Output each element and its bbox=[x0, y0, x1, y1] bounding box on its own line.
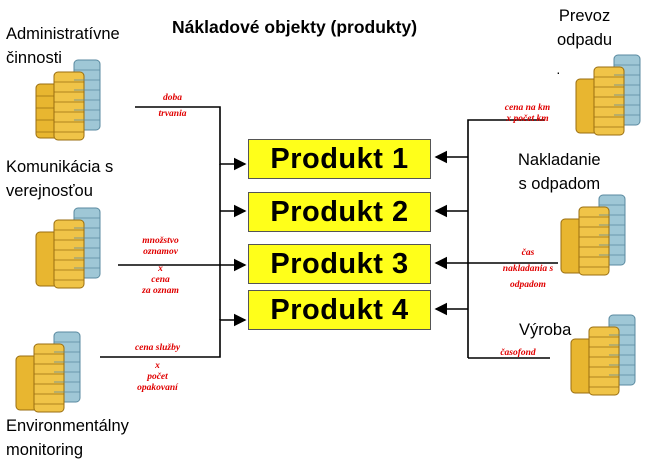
coin-stack-icon bbox=[35, 207, 101, 289]
coin-stack-icon bbox=[575, 54, 641, 136]
driver-line: doba bbox=[163, 93, 182, 103]
source-label-line: Komunikácia s bbox=[6, 158, 114, 176]
source-label-komunikacia: Komunikácia s verejnosťou bbox=[6, 155, 113, 203]
line-prevoz bbox=[467, 119, 545, 358]
driver-line: cena na km bbox=[504, 103, 551, 113]
driver-line: x počet km bbox=[506, 114, 549, 124]
driver-line: cena služby bbox=[134, 343, 181, 353]
coin-stack-icon bbox=[560, 194, 626, 276]
source-label-line: verejnosťou bbox=[6, 182, 93, 200]
driver-line: čas bbox=[521, 248, 535, 258]
driver-line: odpadom bbox=[510, 280, 546, 290]
driver-label-casofond: časofond bbox=[488, 348, 548, 359]
driver-line: počet bbox=[147, 372, 168, 382]
product-box-4: Produkt 4 bbox=[248, 290, 431, 330]
driver-line: množstvo bbox=[142, 236, 179, 246]
driver-label-mnozstvo-oznamov: množstvo oznamov x cena za oznam bbox=[128, 236, 193, 297]
source-label-line: odpadu bbox=[557, 31, 613, 49]
product-box-2: Produkt 2 bbox=[248, 192, 431, 232]
coin-stack-icon bbox=[15, 331, 81, 413]
source-label-nakladanie: Nakladanie s odpadom bbox=[518, 148, 601, 196]
source-label-line: monitoring bbox=[6, 441, 84, 459]
driver-line: trvania bbox=[158, 109, 187, 119]
driver-line: oznamov bbox=[143, 247, 178, 257]
coin-stack-icon bbox=[35, 59, 101, 141]
source-label-line: Nakladanie bbox=[518, 151, 601, 169]
source-label-line: Environmentálny bbox=[6, 417, 129, 435]
source-label-prevoz: Prevoz odpadu bbox=[557, 4, 612, 52]
driver-line: za oznam bbox=[142, 286, 179, 296]
driver-label-cena-sluzby: cena služby x počet opakovaní bbox=[110, 343, 205, 394]
driver-line: nakladania s bbox=[502, 264, 554, 274]
stray-mark: · bbox=[556, 64, 561, 80]
driver-line: x bbox=[155, 361, 160, 371]
diagram-title: Nákladové objekty (produkty) bbox=[172, 17, 418, 37]
driver-line: časofond bbox=[500, 348, 536, 358]
source-label-monitoring: Environmentálny monitoring bbox=[6, 414, 129, 462]
source-label-line: Výroba bbox=[519, 321, 572, 339]
driver-line: x bbox=[158, 264, 163, 274]
source-label-line: s odpadom bbox=[518, 175, 601, 193]
source-label-line: činnosti bbox=[6, 49, 62, 67]
driver-label-doba-trvania: doba trvania bbox=[140, 93, 205, 120]
source-label-vyroba: Výroba bbox=[519, 318, 571, 342]
driver-line: opakovaní bbox=[137, 383, 178, 393]
source-label-admin: Administratívne činnosti bbox=[6, 22, 120, 70]
source-label-line: Prevoz bbox=[558, 7, 611, 25]
driver-line: cena bbox=[151, 275, 170, 285]
driver-label-cas-nakladania: čas nakladania s odpadom bbox=[482, 248, 574, 291]
coin-stack-icon bbox=[570, 314, 636, 396]
line-admin bbox=[135, 106, 247, 171]
line-monitoring bbox=[100, 313, 247, 358]
driver-label-cena-na-km: cena na km x počet km bbox=[480, 103, 575, 125]
source-label-line: Administratívne bbox=[6, 25, 120, 43]
product-box-1: Produkt 1 bbox=[248, 139, 431, 179]
product-box-3: Produkt 3 bbox=[248, 244, 431, 284]
